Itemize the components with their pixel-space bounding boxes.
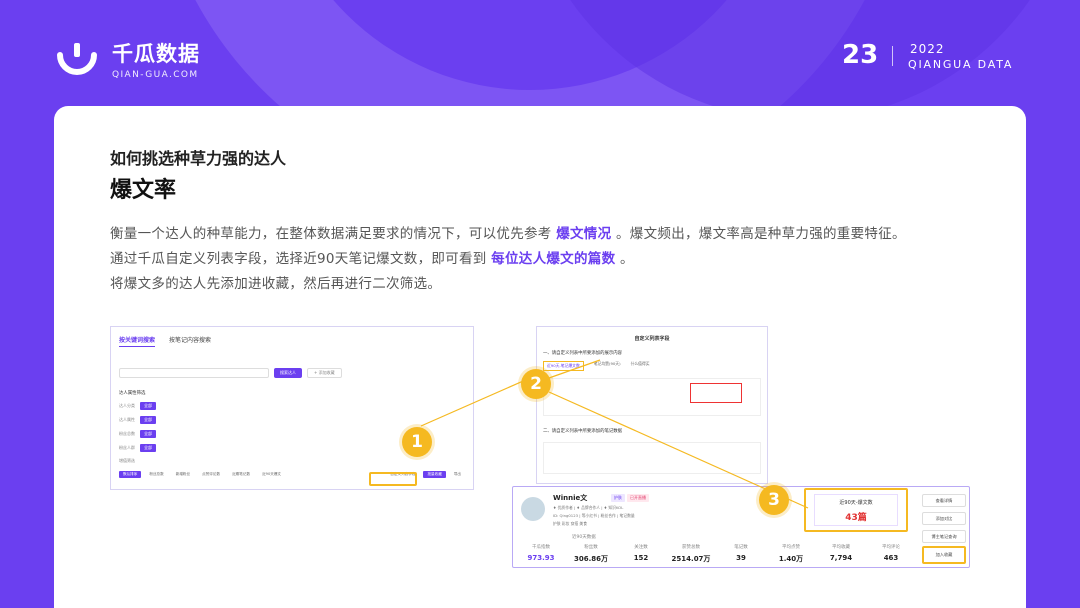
burst-count-label: 近90天-爆文数 <box>839 500 873 506</box>
section-subtitle: 如何挑选种草力强的达人 <box>110 149 287 168</box>
creator-name: Winnie文 <box>553 494 588 502</box>
logo-domain: QIAN-GUA.COM <box>112 70 199 80</box>
preview-list <box>543 442 761 474</box>
sort-option[interactable]: 默认排序 <box>119 471 142 478</box>
sort-option[interactable]: 新增粉丝 <box>175 472 191 476</box>
step-badge-3: 3 <box>759 485 789 515</box>
search-input[interactable] <box>119 368 269 378</box>
note-query-button[interactable]: 博主笔记查询 <box>922 530 966 543</box>
filter-section-title: 达人属性筛选 <box>119 391 146 396</box>
report-brand: QIANGUA DATA <box>908 58 1014 71</box>
filter-chip[interactable]: 全部 <box>140 430 156 438</box>
highlight-text: 每位达人爆文的篇数 <box>491 251 616 267</box>
filter-chip[interactable]: 全部 <box>140 416 156 424</box>
section-title: 爆文率 <box>110 178 177 203</box>
option-avg-likes[interactable]: 笔记均赞(90天) <box>593 361 621 366</box>
add-collection-button[interactable]: + 添加收藏 <box>307 368 342 378</box>
paragraph-2: 通过千瓜自定义列表字段，选择近90天笔记爆文数，即可看到 每位达人爆文的篇数 。 <box>110 251 634 267</box>
sort-option[interactable]: 点赞评论数 <box>202 472 221 476</box>
add-to-collection-button[interactable]: 加入收藏 <box>922 546 966 564</box>
paragraph-3: 将爆文多的达人先添加进收藏，然后再进行二次筛选。 <box>110 276 442 292</box>
brand-logo: 千瓜数据 QIAN-GUA.COM <box>56 38 200 80</box>
step-badge-2: 2 <box>521 369 551 399</box>
filter-chip[interactable]: 全部 <box>140 444 156 452</box>
category-tag: 护肤 <box>611 494 625 502</box>
custom-field-button[interactable]: 自定义列表字段 <box>390 472 416 476</box>
add-compare-button[interactable]: 添加对比 <box>922 512 966 525</box>
filter-chip[interactable]: 全部 <box>140 402 156 410</box>
live-tag: 已开直播 <box>627 494 649 502</box>
qiangua-logo-icon <box>56 41 100 77</box>
burst-count-highlight: 近90天-爆文数 43篇 <box>804 488 908 532</box>
creator-badges: ♦ 优质作者 | ♦ 品牌合作人 | ♦ 知识KOL <box>553 505 624 510</box>
dialog-section-1: 一、请自定义列表中所要添加的展示内容 <box>543 351 623 356</box>
burst-column-highlight <box>690 383 742 403</box>
sort-bar: 默认排序 粉丝总数 新增粉丝 点赞评论数 近期笔记数 近90天爆文 自定义列表字… <box>111 471 473 478</box>
search-button[interactable]: 搜索达人 <box>274 368 302 378</box>
sort-option[interactable]: 近期笔记数 <box>232 472 251 476</box>
burst-count-value: 43篇 <box>845 513 867 523</box>
search-panel-screenshot: 按关键词搜索 按笔记内容搜索 搜索达人 + 添加收藏 达人属性筛选 达人分类全部… <box>110 326 474 490</box>
tab-keyword-search[interactable]: 按关键词搜索 <box>119 335 156 347</box>
custom-field-highlight <box>369 472 417 486</box>
option-other[interactable]: 什么值得买 <box>630 361 650 366</box>
export-button[interactable]: 导出 <box>453 472 461 476</box>
report-year: 2022 <box>910 42 945 56</box>
data-period-label: 近90天数据 <box>572 535 596 540</box>
dialog-section-2: 二、请自定义列表中所要添加的笔记数据 <box>543 429 623 434</box>
paragraph-1: 衡量一个达人的种草能力，在整体数据满足要求的情况下，可以优先参考 爆文情况 。爆… <box>110 226 906 242</box>
sort-option[interactable]: 近90天爆文 <box>262 472 282 476</box>
batch-collect-button[interactable]: 批量收藏 <box>423 471 446 478</box>
logo-text: 千瓜数据 <box>112 42 200 66</box>
burst-count-panel: 近90天-爆文数 43篇 <box>814 494 898 526</box>
tab-note-search[interactable]: 按笔记内容搜索 <box>169 337 212 344</box>
page-number: 23 <box>842 40 879 70</box>
dialog-title: 自定义列表字段 <box>634 336 670 342</box>
custom-field-dialog-screenshot: 自定义列表字段 一、请自定义列表中所要添加的展示内容 近90天-笔记爆文数 笔记… <box>536 326 768 484</box>
creator-info: ID: Qing0123 | 等小红书 | 粉丝合作 | 笔记数量 <box>553 513 635 518</box>
divider <box>892 46 893 66</box>
option-burst-notes[interactable]: 近90天-笔记爆文数 <box>543 361 584 371</box>
avatar <box>521 497 545 521</box>
creator-tags: 护肤 彩妆 穿搭 美食 <box>553 521 587 526</box>
preview-list <box>543 378 761 416</box>
sort-option[interactable]: 粉丝总数 <box>149 472 164 476</box>
step-badge-1: 1 <box>402 427 432 457</box>
view-detail-button[interactable]: 查看详情 <box>922 494 966 507</box>
highlight-text: 爆文情况 <box>556 226 612 242</box>
